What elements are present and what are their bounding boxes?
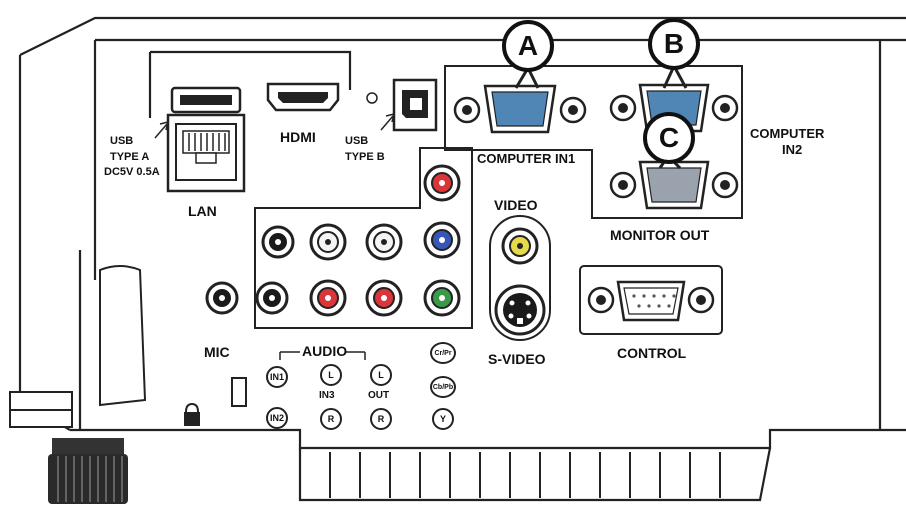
- audio-out-l-badge: L: [370, 364, 392, 386]
- usb-a-pointer-icon: [154, 120, 170, 139]
- cbpb-badge: Cb/Pb: [430, 376, 456, 398]
- control-label: CONTROL: [617, 345, 687, 361]
- bottom-vent: [329, 452, 721, 498]
- y-badge: Y: [432, 408, 454, 430]
- lan-port[interactable]: [166, 113, 246, 193]
- computer-in2-label-1: COMPUTER: [750, 126, 825, 141]
- usb-b-label-1: USB: [345, 135, 369, 147]
- audio-out-white-jack[interactable]: [365, 223, 403, 261]
- video-jack[interactable]: [501, 227, 539, 265]
- callout-c: C: [643, 112, 695, 164]
- left-panel-edge: [9, 265, 147, 428]
- usb-a-label-2: TYPE A: [110, 151, 150, 163]
- video-label: VIDEO: [494, 197, 538, 213]
- audio-in2-badge: IN2: [266, 407, 288, 429]
- audio-out-label: OUT: [368, 390, 390, 401]
- audio-bracket: [279, 351, 366, 360]
- monitor-out-label: MONITOR OUT: [610, 227, 710, 243]
- hdmi-label: HDMI: [280, 129, 316, 145]
- audio-out-red-jack[interactable]: [365, 279, 403, 317]
- lock-icon: [184, 402, 200, 426]
- control-serial-port[interactable]: [587, 280, 715, 322]
- callout-b: B: [648, 18, 700, 70]
- callout-a: A: [502, 20, 554, 72]
- audio-in3-l-jack[interactable]: [261, 225, 295, 259]
- computer-in2-label-2: IN2: [782, 142, 803, 157]
- audio-in3-label: IN3: [319, 390, 335, 401]
- component-y-jack[interactable]: [423, 279, 461, 317]
- usb-b-pointer-icon: [380, 112, 396, 131]
- chassis-outline: [18, 16, 906, 502]
- crpr-badge: Cr/Pr: [430, 342, 456, 364]
- adjustment-foot-icon: [48, 438, 128, 504]
- audio-in3-l-badge: L: [320, 364, 342, 386]
- av-jack-frame: [254, 147, 473, 329]
- computer-in1-label: COMPUTER IN1: [477, 151, 576, 166]
- computer-in1-vga-port[interactable]: [453, 84, 587, 134]
- security-slot[interactable]: [231, 377, 247, 407]
- monitor-out-vga-port[interactable]: [609, 160, 739, 210]
- mic-jack[interactable]: [205, 281, 239, 315]
- audio-in3-r-badge: R: [320, 408, 342, 430]
- indicator-hole: [366, 92, 378, 104]
- s-video-jack[interactable]: [494, 284, 546, 336]
- usb-type-a-port[interactable]: [170, 86, 242, 114]
- audio-out-r-badge: R: [370, 408, 392, 430]
- component-cr-pr-jack[interactable]: [423, 164, 461, 202]
- control-frame: [579, 265, 723, 335]
- audio-in3-red-jack[interactable]: [309, 279, 347, 317]
- mic-label: MIC: [204, 344, 230, 360]
- usb-type-b-port[interactable]: [392, 78, 438, 132]
- audio-label: AUDIO: [302, 343, 348, 359]
- s-video-label: S-VIDEO: [488, 351, 546, 367]
- audio-in1-in2-jack[interactable]: [255, 281, 289, 315]
- usb-a-label-1: USB: [110, 135, 134, 147]
- audio-in3-white-jack[interactable]: [309, 223, 347, 261]
- usb-b-label-2: TYPE B: [345, 151, 385, 163]
- usb-a-label-3: DC5V 0.5A: [104, 166, 160, 178]
- hdmi-port[interactable]: [266, 82, 340, 112]
- lan-label: LAN: [188, 203, 217, 219]
- component-cb-pb-jack[interactable]: [423, 221, 461, 259]
- computer-group-frame: [444, 65, 743, 219]
- audio-in1-badge: IN1: [266, 366, 288, 388]
